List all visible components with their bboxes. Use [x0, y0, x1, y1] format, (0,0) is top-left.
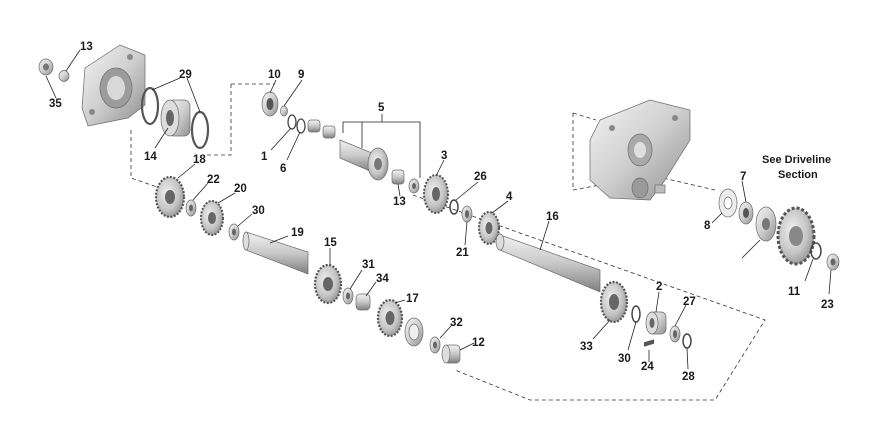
- callout-29: 29: [179, 69, 192, 81]
- part-18-gear: [154, 175, 186, 219]
- callout-3: 3: [441, 150, 447, 162]
- callout-18: 18: [193, 154, 206, 166]
- part-19-countershaft: [242, 231, 309, 275]
- note-line-2: Section: [778, 169, 818, 181]
- part-15-gear: [313, 263, 343, 305]
- callout-14: 14: [144, 151, 157, 163]
- part-30-washer: [228, 223, 240, 241]
- part-26-thrust-washer: [449, 199, 459, 215]
- part-7-seal: [738, 201, 754, 225]
- callout-34: 34: [376, 273, 389, 285]
- part-31-washer: [342, 287, 354, 305]
- part-14-bearing: [160, 99, 191, 137]
- callout-4: 4: [506, 191, 513, 203]
- part-23-nut: [826, 253, 840, 271]
- callout-27: 27: [683, 296, 696, 308]
- callout-33: 33: [580, 341, 593, 353]
- part-16-shaft: [495, 233, 601, 293]
- callout-20: 20: [234, 183, 247, 195]
- callout-7: 7: [740, 171, 746, 183]
- part-13-bushing: [58, 70, 70, 82]
- part-32-washer: [429, 336, 441, 354]
- callout-23: 23: [821, 299, 834, 311]
- part-34-bushing: [355, 293, 371, 311]
- callout-5: 5: [378, 102, 385, 114]
- part-5-drive-gear: [339, 139, 389, 181]
- callout-1: 1: [261, 151, 268, 163]
- bearing-plate: [81, 44, 146, 127]
- callout-16: 16: [546, 211, 559, 223]
- callout-17: 17: [406, 293, 419, 305]
- callout-24: 24: [641, 361, 654, 373]
- callout-30: 30: [252, 205, 265, 217]
- callout-2: 2: [656, 281, 662, 293]
- part-sprocket: [776, 206, 816, 266]
- part-28-ring: [682, 333, 692, 349]
- callout-12: 12: [472, 337, 485, 349]
- part-35-nut: [38, 58, 54, 76]
- part-30-snap-ring: [631, 305, 641, 323]
- part-4-gear: [478, 211, 500, 245]
- callout-11: 11: [788, 286, 801, 298]
- part-1-6-orings: [287, 114, 306, 134]
- callout-19: 19: [291, 227, 304, 239]
- transmission-case: [589, 99, 691, 201]
- part-8-gasket: [718, 188, 738, 218]
- callout-28: 28: [682, 371, 695, 383]
- part-24-spring: [643, 339, 655, 347]
- callout-13-b: 13: [393, 196, 406, 208]
- part-20-gear: [200, 200, 224, 236]
- callout-30-b: 30: [618, 353, 631, 365]
- part-3-gear: [423, 174, 449, 214]
- part-10-seal: [261, 91, 279, 117]
- alignment-lines: [130, 83, 766, 401]
- callout-26: 26: [474, 171, 487, 183]
- callout-35: 35: [49, 98, 62, 110]
- callout-31: 31: [362, 259, 375, 271]
- part-9-bushing: [280, 105, 288, 117]
- part-21-washer: [461, 205, 473, 223]
- callout-32: 32: [450, 317, 463, 329]
- part-2-bearing: [645, 311, 667, 335]
- callouts: 13 35 29 14 10 9 1 6 5 13 3 26 21 4 16 1…: [49, 41, 834, 383]
- callout-22: 22: [207, 174, 220, 186]
- note-line-1: See Driveline: [762, 154, 831, 166]
- callout-10: 10: [268, 69, 281, 81]
- part-22-washer: [185, 199, 197, 217]
- part-spacers: [307, 119, 336, 139]
- callout-9: 9: [298, 69, 304, 81]
- part-11-lock-plate: [810, 242, 822, 260]
- part-33-gear: [599, 280, 629, 324]
- part-27-washer: [669, 325, 681, 343]
- callout-15: 15: [324, 237, 337, 249]
- callout-6: 6: [280, 163, 286, 175]
- leader-lines: [45, 49, 832, 370]
- part-17-gear: [376, 298, 404, 338]
- callout-8: 8: [704, 220, 711, 232]
- part-small-ring: [408, 178, 420, 194]
- part-spacer-disc: [755, 206, 777, 242]
- callout-13: 13: [80, 41, 93, 53]
- part-12-bearing: [441, 344, 461, 364]
- part-13-bushing-b: [391, 169, 405, 185]
- callout-21: 21: [456, 247, 469, 259]
- part-bearing-cup: [404, 317, 424, 347]
